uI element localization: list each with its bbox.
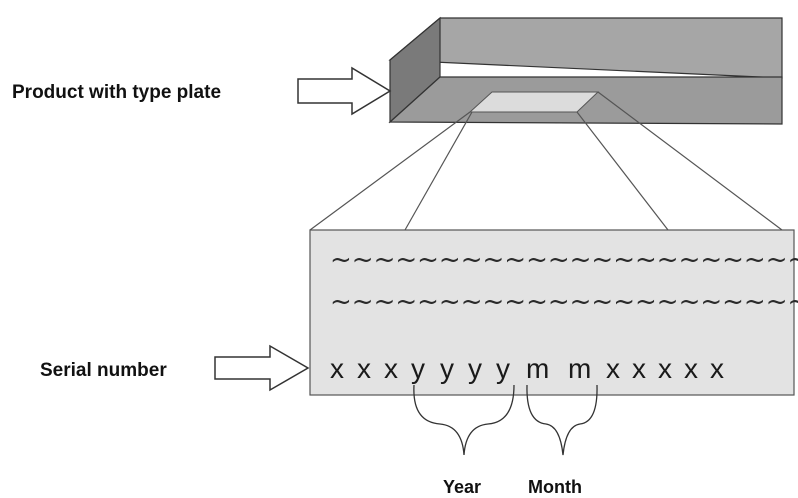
projection-line [576, 111, 669, 231]
serial-char: m [568, 353, 591, 384]
serial-char: x [357, 353, 371, 384]
product-label: Product with type plate [12, 82, 221, 103]
year-label: Year [443, 477, 481, 497]
projection-lines [309, 91, 783, 231]
serial-char: x [710, 353, 724, 384]
serial-char: x [606, 353, 620, 384]
serial-char: x [658, 353, 672, 384]
type-plate-enlarged [309, 229, 795, 396]
serial-number-chars: x x x y y y y m m x x x x x [330, 353, 724, 384]
serial-char: y [411, 353, 425, 384]
projection-line [309, 111, 471, 231]
type-plate-small [468, 91, 600, 113]
serial-char: x [632, 353, 646, 384]
product-arrow-icon [297, 66, 392, 116]
serial-char: x [684, 353, 698, 384]
year-brace [413, 384, 515, 456]
projection-line [404, 111, 473, 231]
month-brace [526, 384, 598, 456]
serial-arrow-icon [214, 344, 310, 392]
serial-char: x [330, 353, 344, 384]
serial-char: y [440, 353, 454, 384]
serial-number-label: Serial number [40, 360, 167, 381]
product-box-top [388, 17, 783, 79]
serial-char: x [384, 353, 398, 384]
serial-char: m [526, 353, 549, 384]
month-label: Month [528, 477, 582, 497]
plate-text-line-1: ~~~~~~~~~~~~~~~~~~~~~~ [330, 245, 798, 275]
product-box [388, 16, 783, 125]
projection-line [597, 91, 783, 231]
plate-text-line-2: ~~~~~~~~~~~~~~~~~~~~~~ [330, 287, 798, 317]
serial-char: y [496, 353, 510, 384]
serial-char: y [468, 353, 482, 384]
